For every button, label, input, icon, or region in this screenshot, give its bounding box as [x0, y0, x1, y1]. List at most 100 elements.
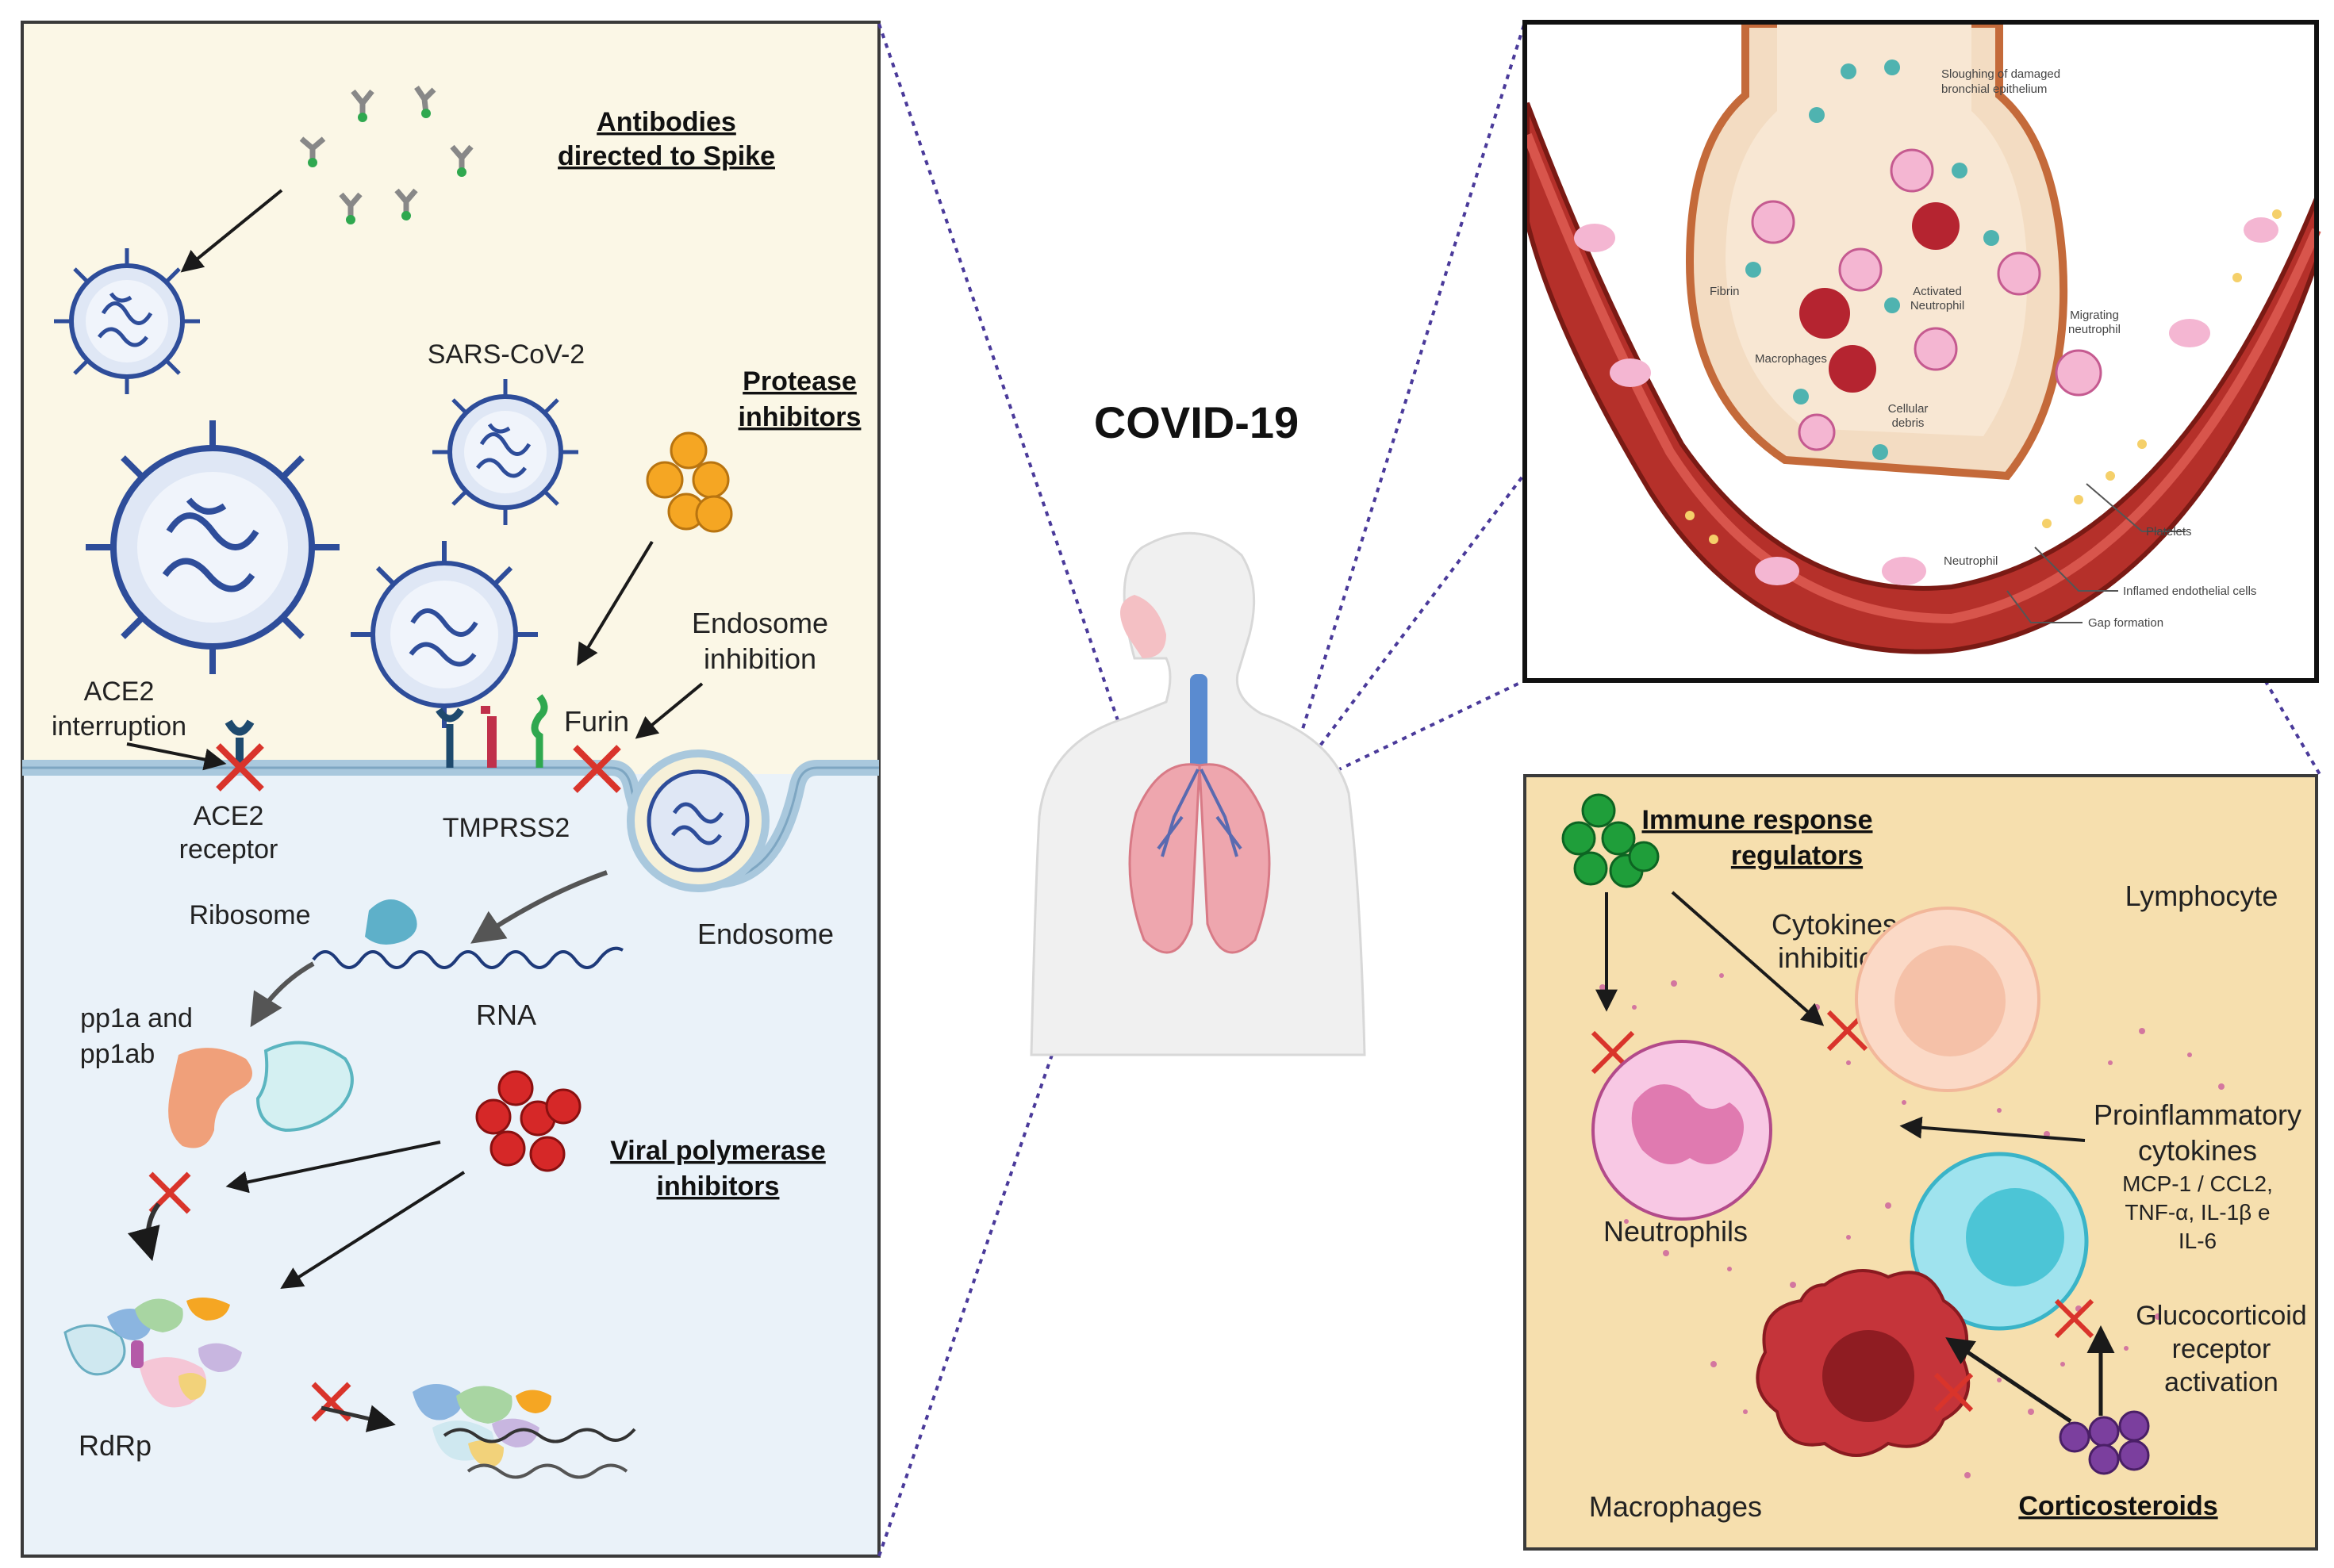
corticosteroid-cluster-icon	[2059, 1410, 2150, 1475]
left-panel: Antibodies directed to Spike SARS-CoV-2	[21, 21, 881, 1558]
cytokine-list-label: MCP-1 / CCL2,	[2122, 1171, 2273, 1196]
pp1ab-protein-icon	[255, 1041, 354, 1133]
rna-to-pp1a-arrow	[250, 961, 315, 1028]
rna-strand-icon	[312, 946, 624, 969]
antibody-arrow	[180, 189, 283, 273]
rdrp-label: RdRp	[79, 1429, 152, 1462]
migrating-neutrophil-label-2: neutrophil	[2068, 323, 2121, 336]
monocyte-nucleus-icon	[1966, 1188, 2064, 1286]
endosome-inhibition-arrow	[635, 682, 704, 739]
cytokine-list-label-3: IL-6	[2179, 1229, 2217, 1253]
endosome-virus-icon	[627, 749, 770, 892]
ace2-inhibit-x-icon	[216, 743, 264, 792]
endosome-label: Endosome	[697, 918, 834, 950]
macrophage-inhibit-x-icon	[1933, 1372, 1974, 1413]
alveolar-macrophages-label: Macrophages	[1755, 352, 1827, 366]
entering-virus-icon	[351, 541, 538, 728]
human-body-icon	[1030, 531, 1366, 1056]
fibrin-label: Fibrin	[1710, 285, 1740, 298]
alveolus-cells	[1745, 59, 2102, 460]
polymerase-inhibitor-cluster-icon	[475, 1070, 582, 1172]
monocyte-inhibit-x-icon	[2054, 1298, 2094, 1339]
proinflammatory-label-2: cytokines	[2138, 1134, 2257, 1167]
ribosome-label: Ribosome	[189, 900, 310, 930]
ace2-bound-icon	[436, 707, 464, 768]
sars-cov-2-label: SARS-CoV-2	[428, 339, 585, 370]
cellular-debris-label-2: debris	[1892, 416, 1925, 430]
sloughing-label: Sloughing of damaged	[1941, 67, 2060, 81]
immune-regulator-cluster-icon	[1561, 793, 1660, 888]
neutrophils-label: Neutrophils	[1603, 1215, 1748, 1248]
alveolus-lumen	[1726, 24, 2028, 436]
vessel-highlight	[1522, 132, 2321, 624]
neutrophil-nucleus-icon	[1631, 1084, 1744, 1164]
protease-title-2: inhibitors	[739, 402, 862, 432]
rna-label: RNA	[476, 999, 536, 1031]
protease-inhibitor-cluster-icon	[646, 431, 733, 533]
immune-regulators-title: Immune response	[1642, 805, 1873, 835]
gap-formation-label: Gap formation	[2088, 616, 2163, 630]
protease-title: Protease	[743, 366, 857, 397]
sars-cov-2-virus-icon	[432, 379, 578, 525]
macrophage-nucleus-icon	[1822, 1330, 1914, 1422]
sloughing-label-2: bronchial epithelium	[1941, 82, 2047, 96]
endosome-to-rna-arrow	[470, 870, 608, 944]
top-right-border	[1522, 20, 2319, 683]
polymerase-arrow-2	[280, 1171, 466, 1289]
top-right-panel: Sloughing of damaged bronchial epitheliu…	[1522, 20, 2321, 683]
cytokines-inhibition-label: Cytokines	[1772, 908, 1897, 941]
activated-neutrophil-label-2: Neutrophil	[1910, 299, 1964, 312]
ace2-receptor-label: ACE2	[194, 801, 264, 831]
replicating-rdrp-complex-icon	[413, 1384, 636, 1479]
immune-regulators-title-2: regulators	[1731, 841, 1863, 871]
corticosteroids-title: Corticosteroids	[2018, 1491, 2217, 1521]
cytokine-list-label-2: TNF-α, IL-1β e	[2125, 1200, 2270, 1225]
pp1a-protein-icon	[168, 1048, 252, 1148]
ribosome-icon	[365, 899, 417, 945]
protease-arrow	[577, 540, 654, 666]
endosome-inhibition-label-2: inhibition	[704, 642, 816, 675]
glucocorticoid-label: Glucocorticoid	[2136, 1301, 2306, 1331]
cellular-debris-label: Cellular	[1888, 402, 1929, 416]
steroid-to-macrophage-arrow	[1945, 1337, 2072, 1424]
furin-icon	[531, 694, 548, 768]
platelets-label: Platelets	[2146, 525, 2192, 539]
cytokine-arrow	[1899, 1116, 2086, 1142]
activated-neutrophil-label: Activated	[1913, 285, 1962, 298]
page-title: COVID-19	[1094, 397, 1299, 447]
glucocorticoid-label-3: activation	[2164, 1367, 2278, 1397]
lymphocyte-label: Lymphocyte	[2125, 880, 2278, 912]
polymerase-arrow-1	[225, 1141, 441, 1194]
endosome-inhibition-label: Endosome	[692, 607, 828, 639]
inflamed-endothelial-label: Inflamed endothelial cells	[2123, 585, 2256, 598]
migrating-neutrophil-label: Migrating	[2070, 309, 2119, 322]
bottom-right-panel: Immune response regulators Cytokines inh…	[1523, 774, 2318, 1551]
left-panel-border	[21, 21, 881, 1558]
ace2-interruption-label: ACE2	[84, 677, 155, 707]
tmprss2-icon	[481, 706, 497, 768]
vessel-cells	[1574, 209, 2282, 585]
endosome-inhibit-x-icon	[573, 745, 621, 793]
antibodies-title: Antibodies	[597, 107, 736, 137]
callout-lines	[2006, 483, 2186, 623]
lymphocyte-nucleus-icon	[1894, 945, 2006, 1056]
replication-arrow	[321, 1405, 396, 1432]
viral-polymerase-title-2: inhibitors	[657, 1171, 780, 1202]
regulator-to-cytokine-arrow	[1671, 891, 1825, 1026]
antibodies-title-2: directed to Spike	[558, 141, 775, 171]
ace2-receptor-label-2: receptor	[179, 834, 278, 865]
macrophages-label: Macrophages	[1589, 1490, 1762, 1523]
large-virus-icon	[86, 420, 340, 674]
proinflammatory-label: Proinflammatory	[2094, 1098, 2301, 1131]
pp1a-label-2: pp1ab	[80, 1039, 155, 1069]
rdrp-complex-icon	[63, 1298, 242, 1408]
cleavage-arrow	[127, 1202, 161, 1262]
pp1a-label: pp1a and	[80, 1003, 193, 1033]
ace2-interruption-label-2: interruption	[52, 711, 186, 742]
viral-polymerase-title: Viral polymerase	[610, 1136, 826, 1166]
vessel-neutrophil-label: Neutrophil	[1944, 554, 1998, 568]
tmprss2-label: TMPRSS2	[443, 813, 570, 843]
virus-with-antibodies-icon	[54, 248, 200, 394]
ace2-interruption-arrow	[126, 742, 227, 771]
